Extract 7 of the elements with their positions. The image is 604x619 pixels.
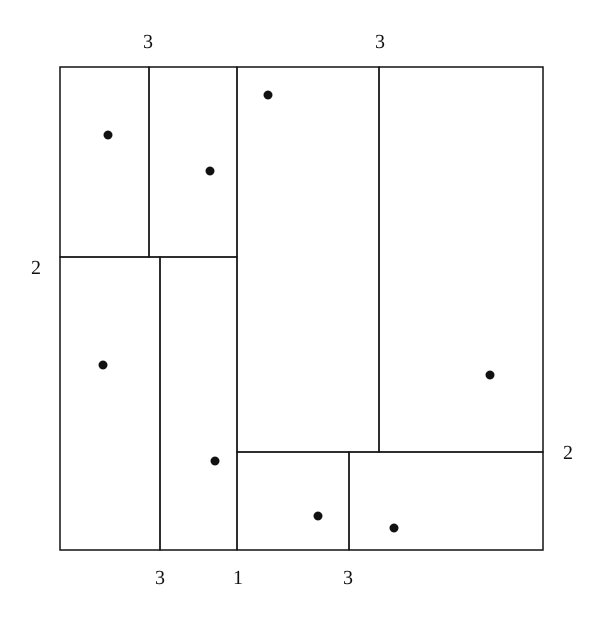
- dimension-number: 3: [143, 32, 153, 52]
- dimension-number: 3: [375, 32, 385, 52]
- dimension-number: 2: [563, 443, 573, 463]
- dimension-number: 1: [233, 568, 243, 588]
- dimension-number: 2: [31, 258, 41, 278]
- dimension-number: 3: [155, 568, 165, 588]
- dimension-number: 3: [343, 568, 353, 588]
